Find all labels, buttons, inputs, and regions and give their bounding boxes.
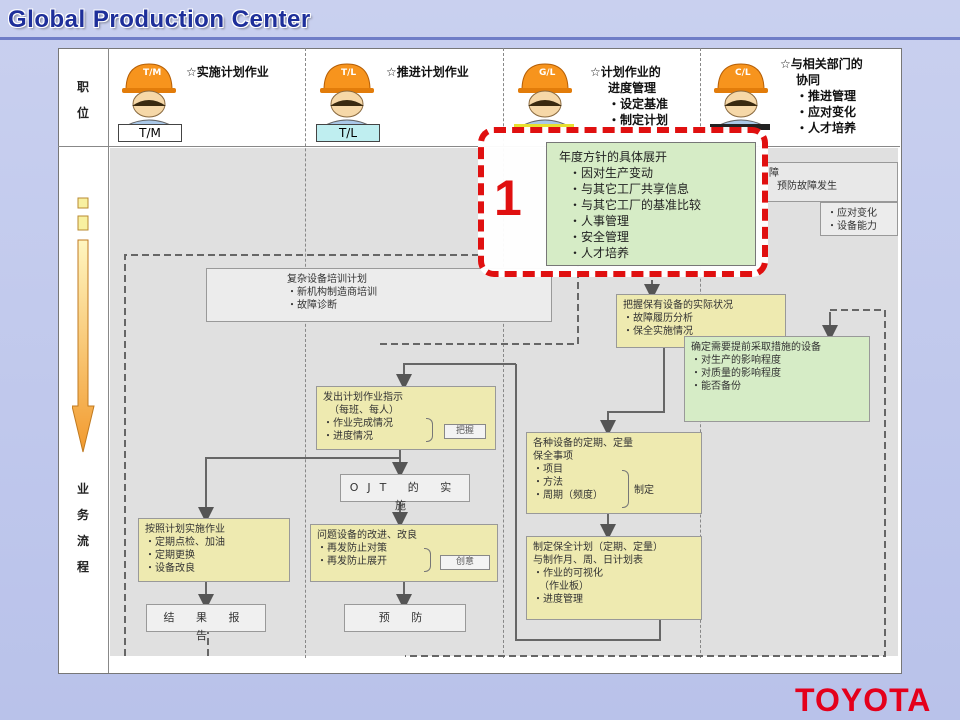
role-title-tl: ☆推进计划作业	[386, 65, 469, 79]
complex-training-box: 复杂设备培训计划 新机构制造商培训 故障诊断	[206, 268, 552, 322]
column-divider	[503, 48, 504, 658]
respond-change-box: 应对变化 设备能力	[820, 202, 898, 236]
role-badge-tl: T/L	[316, 124, 380, 142]
page-title: Global Production Center	[8, 6, 311, 33]
execute-work-box: 按照计划实施作业 定期点检、加油 定期更换 设备改良	[138, 518, 290, 582]
highlight-number: 1	[494, 170, 522, 226]
improve-equipment-box: 问题设备的改进、改良 再发防止对策 再发防止展开	[310, 524, 498, 582]
role-row-label: 职 位	[76, 80, 89, 120]
brace	[424, 548, 431, 572]
hat-label: C/L	[735, 68, 751, 78]
role-title-cl: ☆与相关部门的 协同 ・推进管理 ・应对变化 ・人才培养	[780, 57, 863, 135]
flow-row-label: 业 务 流 程	[76, 482, 89, 574]
maintenance-items-box: 各种设备的定期、定量 保全事项 项目 方法 周期（频度）	[526, 432, 702, 514]
idea-tag: 创意	[440, 555, 490, 570]
grasp-tag: 把握	[444, 424, 486, 439]
hat-label: T/L	[341, 68, 357, 78]
prevent-failure-box: 障 预防故障发生	[758, 162, 898, 202]
confirm-equipment-box: 确定需要提前采取措施的设备 对生产的影响程度 对质量的影响程度 能否备份	[684, 336, 870, 422]
hat-label: G/L	[539, 68, 556, 78]
role-title-tm: ☆实施计划作业	[186, 65, 269, 79]
column-divider	[305, 48, 306, 658]
brace	[426, 418, 433, 442]
brace	[622, 470, 629, 508]
column-divider	[108, 48, 109, 673]
define-tag: 制定	[634, 485, 654, 496]
toyota-logo: TOYOTA	[795, 682, 932, 718]
hat-label: T/M	[143, 68, 162, 78]
flow-arrow	[72, 197, 95, 453]
role-title-gl: ☆计划作业的 进度管理 ・设定基准 ・制定计划	[590, 65, 669, 127]
annual-policy-box: 年度方针的具体展开 因对生产变动 与其它工厂共享信息 与其它工厂的基准比较 人事…	[546, 142, 756, 266]
result-report-box: 结 果 报 告	[146, 604, 266, 642]
prevention-box: 预 防	[344, 604, 466, 632]
ojt-box: OJT 的 实 施	[340, 474, 470, 512]
maintenance-plan-box: 制定保全计划（定期、定量） 与制作月、周、日计划表 作业的可视化 （作业板） 进…	[526, 536, 702, 620]
work-instruction-box: 发出计划作业指示 （每班、每人） 作业完成情况 进度情况	[316, 386, 496, 450]
title-divider	[0, 37, 960, 40]
role-badge-tm: T/M	[118, 124, 182, 142]
